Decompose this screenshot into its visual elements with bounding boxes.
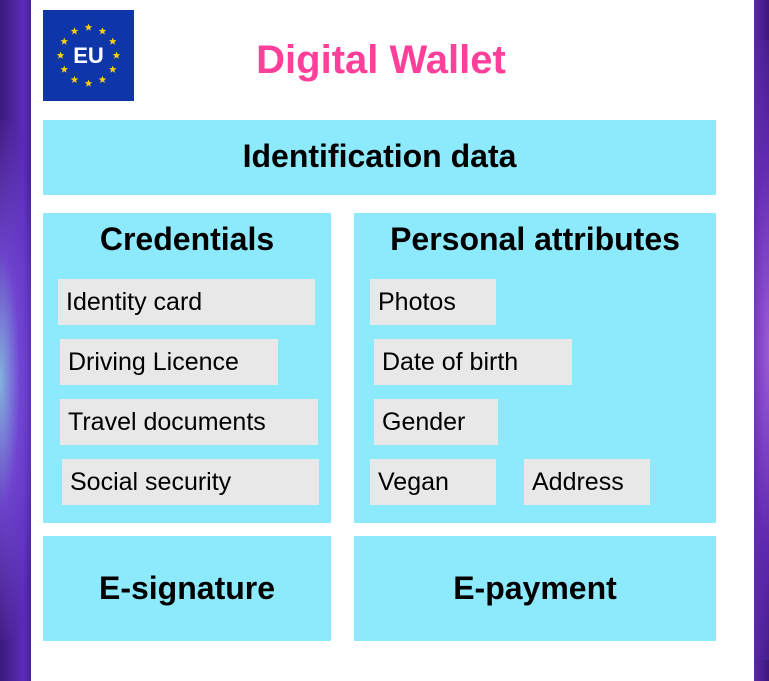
credential-item-identity-card: Identity card [58, 279, 315, 325]
attribute-item-date-of-birth: Date of birth [374, 339, 572, 385]
attribute-item-address: Address [524, 459, 650, 505]
logo-text: EU [73, 42, 104, 68]
e-signature-panel: E-signature [43, 536, 331, 641]
eu-star-icon [98, 27, 107, 35]
eu-star-icon [84, 79, 93, 87]
attribute-item-vegan: Vegan [370, 459, 496, 505]
eu-stars-icon [56, 23, 121, 87]
personal-attributes-panel: Personal attributes Photos Date of birth… [354, 213, 716, 523]
identification-data-label: Identification data [242, 138, 517, 174]
eu-star-icon [70, 27, 79, 35]
credential-item-travel-documents: Travel documents [60, 399, 318, 445]
credentials-panel: Credentials Identity card Driving Licenc… [43, 213, 331, 523]
eu-star-icon [60, 37, 69, 45]
eu-star-icon [84, 23, 93, 31]
eu-star-icon [98, 75, 107, 83]
eu-star-icon [56, 51, 65, 59]
wallet-card: EU Digital Wallet Identification data Cr… [31, 0, 754, 681]
attribute-item-gender: Gender [374, 399, 498, 445]
eu-star-icon [108, 37, 117, 45]
attribute-item-photos: Photos [370, 279, 496, 325]
eu-star-icon [112, 51, 121, 59]
eu-flag-logo: EU [43, 10, 134, 101]
identification-data-panel: Identification data [43, 120, 716, 195]
e-payment-panel: E-payment [354, 536, 716, 641]
eu-star-icon [70, 75, 79, 83]
credential-item-driving-licence: Driving Licence [60, 339, 278, 385]
credential-item-social-security: Social security [62, 459, 319, 505]
page-title: Digital Wallet [256, 38, 506, 82]
credentials-heading: Credentials [99, 221, 275, 257]
eu-star-icon [60, 65, 69, 73]
eu-star-icon [108, 65, 117, 73]
personal-attributes-heading: Personal attributes [390, 221, 680, 257]
